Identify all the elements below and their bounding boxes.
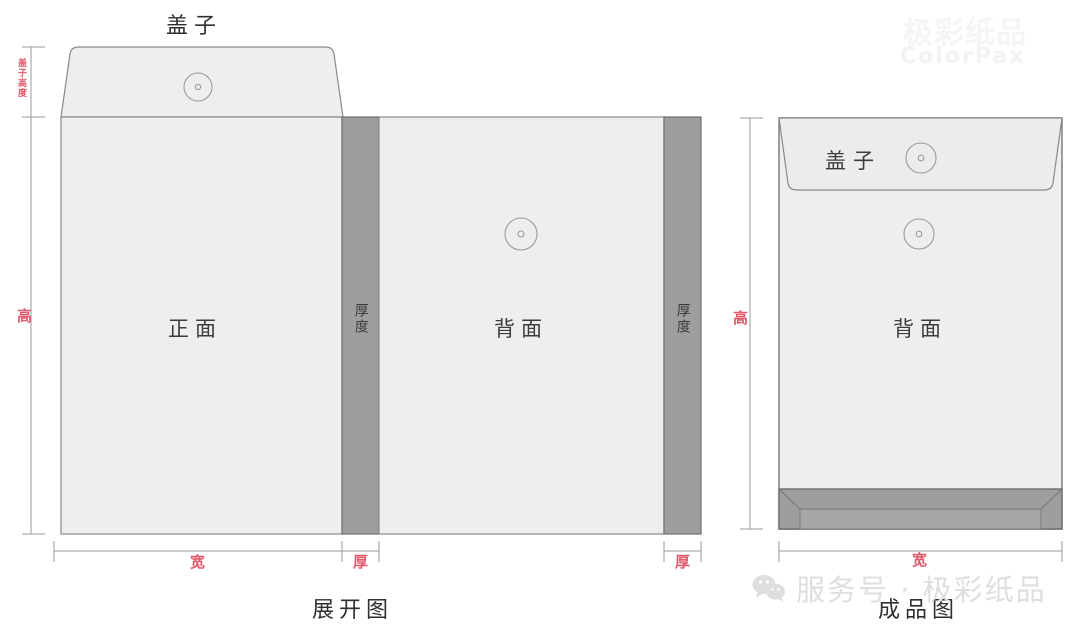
back-panel-shape (378, 116, 665, 535)
dim-label-finished-height: 高 (731, 310, 749, 325)
caption-finished: 成品图 (878, 598, 960, 623)
dim-flap-height (22, 46, 45, 118)
panel-label-gusset-left: 厚度 (352, 303, 369, 335)
dim-label-thickness-left: 厚 (353, 553, 371, 571)
panel-label-front: 正面 (168, 317, 222, 341)
front-panel-shape (60, 116, 343, 535)
dim-finished-width (778, 541, 1063, 562)
finished-panel-label-back: 背面 (893, 317, 947, 341)
dim-finished-height (740, 117, 763, 530)
dim-label-height: 高 (15, 308, 33, 323)
unfolded-view-group (22, 46, 702, 562)
right-gusset-shape (663, 116, 702, 535)
dim-label-flap-height: 盖子高度 (16, 58, 26, 98)
finished-bottom-gusset (778, 488, 1063, 530)
wechat-icon (752, 575, 785, 602)
footer-watermark-text: 服务号 · 极彩纸品 (796, 573, 1047, 607)
finished-flap-label: 盖子 (825, 149, 881, 173)
finished-flap-eyelet-icon (905, 142, 937, 174)
dim-label-finished-width: 宽 (912, 551, 930, 569)
footer-watermark: 服务号 · 极彩纸品 (752, 567, 1047, 609)
finished-body-eyelet-icon (903, 218, 935, 250)
flap-eyelet-icon (183, 72, 213, 102)
panel-label-back: 背面 (494, 317, 548, 341)
flap-title: 盖子 (166, 14, 223, 39)
back-panel-eyelet-icon (504, 217, 538, 251)
dim-label-thickness-right: 厚 (675, 553, 693, 571)
dim-thickness-right (663, 541, 702, 562)
dim-label-width: 宽 (190, 553, 208, 571)
dim-total-height (22, 117, 45, 535)
brand-logo-cn: 极彩纸品 (903, 16, 1027, 51)
left-gusset-shape (341, 116, 380, 535)
flap-shape (60, 46, 344, 118)
dim-thickness-left (342, 541, 380, 562)
caption-unfolded: 展开图 (312, 598, 394, 623)
finished-flap-shape (778, 117, 1063, 191)
finished-gusset-face (799, 508, 1042, 530)
panel-label-gusset-right: 厚度 (674, 303, 691, 335)
brand-logo-en: ColorPax (900, 44, 1026, 69)
finished-view-group (740, 117, 1063, 562)
